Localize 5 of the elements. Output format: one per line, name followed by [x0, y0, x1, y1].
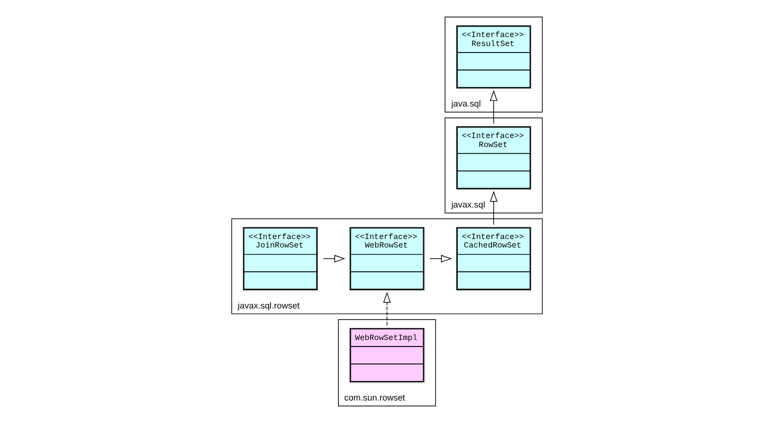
- arrow: [382, 292, 390, 326]
- arrow: [322, 254, 345, 262]
- arrow: [489, 190, 497, 225]
- arrow: [429, 254, 452, 262]
- arrow: [489, 90, 497, 124]
